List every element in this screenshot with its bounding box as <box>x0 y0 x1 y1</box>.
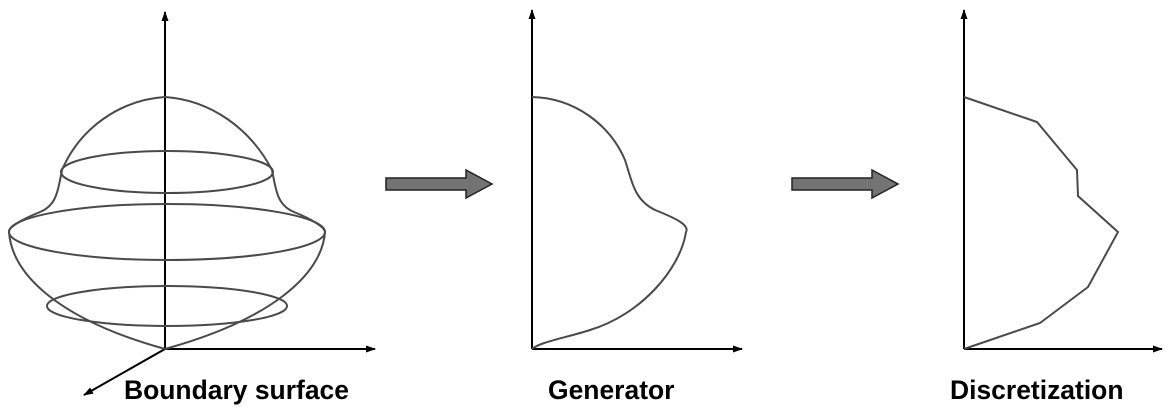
right-arrow-icon <box>385 168 494 200</box>
discretization-label: Discretization <box>950 375 1124 405</box>
discretized-polyline <box>963 96 1120 350</box>
surface-profile-left <box>8 96 166 350</box>
generator-panel <box>528 9 743 353</box>
boundary-surface-panel <box>8 11 376 396</box>
surface-ring-top <box>60 150 274 194</box>
generator-label: Generator <box>548 375 675 405</box>
generator-axes <box>528 9 743 353</box>
boundary-surface-label: Boundary surface <box>124 375 349 405</box>
depth-axis <box>83 348 166 396</box>
surface-ring-bottom <box>46 285 288 327</box>
discretization-axes <box>960 9 1163 353</box>
generator-curve <box>531 96 688 350</box>
surface-ring-middle <box>8 203 326 261</box>
discretization-panel <box>960 9 1163 353</box>
surface-profile-right <box>164 96 327 350</box>
boundary-surface-axes <box>83 11 376 396</box>
boundary-surface-shape <box>8 96 327 350</box>
right-arrow-icon <box>791 168 900 200</box>
